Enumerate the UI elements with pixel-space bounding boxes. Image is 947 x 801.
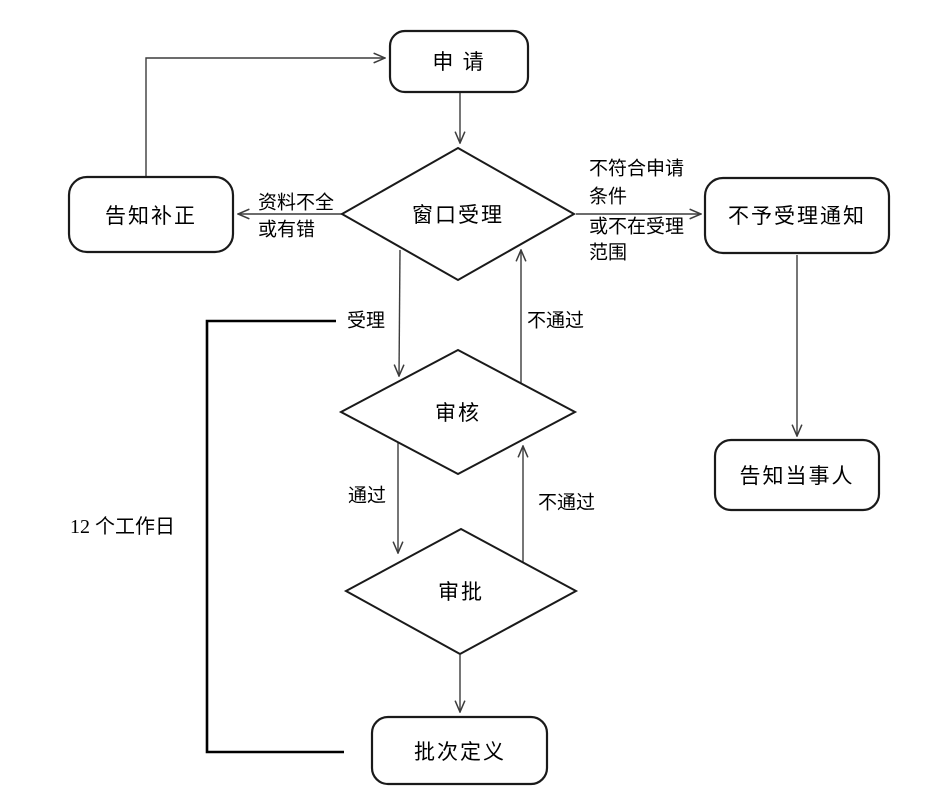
- node-notify-correction: [67, 175, 235, 254]
- node-window-accept-label: 窗口受理: [412, 203, 504, 227]
- node-notify-party-label: 告知当事人: [740, 464, 855, 488]
- node-approval-label: 审批: [438, 580, 484, 604]
- node-rejection-notice: [703, 176, 891, 255]
- node-apply: [388, 29, 530, 94]
- node-approval: [343, 527, 579, 656]
- edge-label-review-pass: 通过: [348, 485, 386, 507]
- node-apply-label: 申 请: [432, 50, 485, 74]
- edge-label-incomplete-line1: 资料不全: [258, 192, 334, 214]
- node-batch-definition-label: 批次定义: [414, 740, 506, 764]
- node-window-accept: [339, 146, 577, 282]
- edge-label-not-eligible-line1: 不符合申请: [589, 158, 684, 180]
- edge-label-approval-fail: 不通过: [538, 492, 595, 514]
- edge-label-not-eligible-line4: 范围: [589, 242, 627, 264]
- node-notify-correction-label: 告知补正: [105, 204, 197, 228]
- edge-label-not-eligible-line3: 或不在受理: [589, 216, 684, 238]
- edge-window-to-review: [399, 249, 400, 376]
- edge-label-not-eligible-line2: 条件: [589, 186, 627, 208]
- edge-label-incomplete-line2: 或有错: [258, 219, 315, 241]
- node-review-label: 审核: [435, 401, 481, 425]
- node-review: [338, 348, 578, 476]
- edge-correction-to-apply: [145, 58, 385, 176]
- duration-label: 12 个工作日: [70, 515, 175, 538]
- duration-bracket: [205, 319, 344, 754]
- edge-label-accepted: 受理: [347, 310, 385, 332]
- edge-label-review-fail: 不通过: [527, 310, 584, 332]
- node-notify-party: [713, 438, 881, 512]
- node-rejection-notice-label: 不予受理通知: [728, 204, 866, 228]
- node-batch-definition: [370, 715, 549, 786]
